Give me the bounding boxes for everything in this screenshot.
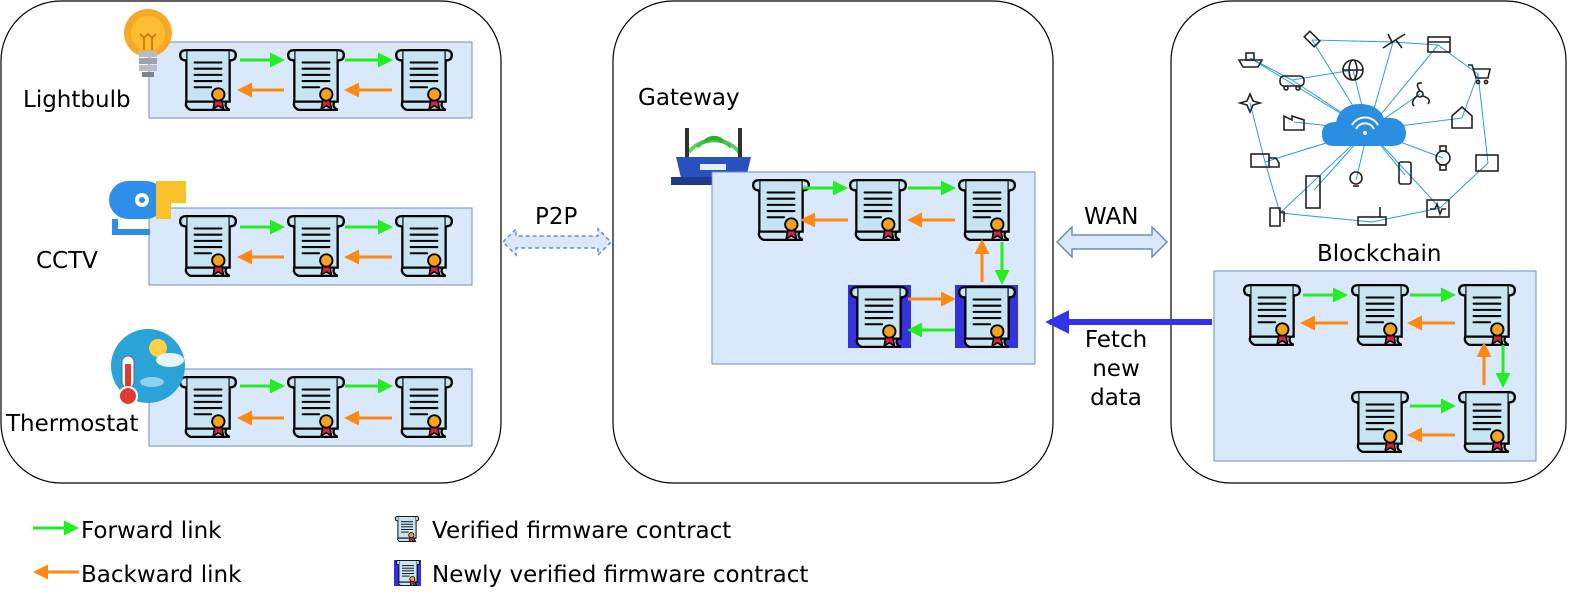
blockchain-chain [1213, 270, 1537, 462]
contract-icon [1242, 283, 1302, 347]
thermostat-label: Thermostat [5, 411, 138, 437]
cctv-icon [109, 181, 186, 235]
contract-icon [751, 178, 811, 242]
contract-icon [394, 214, 454, 278]
contract-icon [286, 375, 346, 439]
contract-icon [394, 48, 454, 112]
contract-icon [1350, 283, 1410, 347]
contract-icon [848, 178, 908, 242]
legend: Forward link Backward link Verified firm… [33, 515, 808, 588]
thermostat-chain [148, 368, 473, 447]
iot-cloud-network-icon [1237, 30, 1499, 227]
fetch-label-line3: data [1090, 385, 1142, 411]
lightbulb-label: Lightbulb [23, 87, 131, 113]
lightbulb-chain [148, 41, 473, 119]
contract-icon [178, 48, 238, 112]
contract-icon [286, 214, 346, 278]
fetch-label-line2: new [1092, 356, 1140, 382]
cctv-chain [148, 207, 473, 286]
legend-newly-verified-label: Newly verified firmware contract [432, 562, 808, 588]
contract-icon [178, 214, 238, 278]
gateway-chain [711, 171, 1036, 365]
cctv-label: CCTV [36, 248, 98, 274]
thermostat-icon [111, 329, 185, 406]
p2p-connector [501, 227, 613, 257]
contract-icon [394, 375, 454, 439]
contract-icon [957, 285, 1017, 349]
contract-icon [178, 375, 238, 439]
contract-icon [957, 178, 1017, 242]
legend-verified-label: Verified firmware contract [432, 518, 731, 544]
legend-forward-label: Forward link [81, 518, 222, 544]
legend-backward-label: Backward link [81, 562, 242, 588]
contract-icon [1350, 390, 1410, 454]
gateway-label: Gateway [638, 85, 740, 111]
contract-icon [849, 285, 909, 349]
p2p-label: P2P [535, 204, 578, 230]
wan-label: WAN [1084, 204, 1138, 230]
wan-connector [1055, 225, 1169, 259]
contract-icon [1457, 283, 1517, 347]
contract-icon [1457, 390, 1517, 454]
legend-newly-verified-icon [395, 559, 421, 587]
contract-icon [286, 48, 346, 112]
lightbulb-icon [124, 9, 172, 77]
blockchain-label: Blockchain [1317, 241, 1442, 267]
fetch-label-line1: Fetch [1085, 327, 1147, 353]
legend-verified-icon [394, 515, 420, 543]
